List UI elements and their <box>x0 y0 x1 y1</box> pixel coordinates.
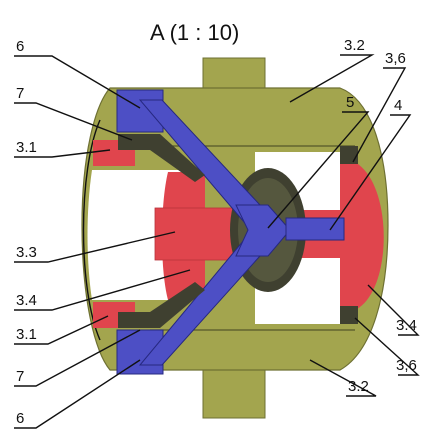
bearings-7 <box>118 134 205 328</box>
leader-lines <box>14 54 420 429</box>
label-7-bottom: 7 <box>16 368 24 385</box>
label-3-6-bottom: 3,6 <box>396 357 417 374</box>
label-3-6-top: 3,6 <box>385 50 406 67</box>
linkage-blue <box>116 89 345 375</box>
part-labels: 6 7 3.1 3.3 3.4 3.1 7 6 3.2 3,6 5 4 3.4 … <box>16 37 417 427</box>
label-3-1-bottom: 3.1 <box>16 326 37 343</box>
label-3-2-bottom: 3.2 <box>348 378 369 395</box>
label-3-1-top: 3.1 <box>16 139 37 156</box>
label-4: 4 <box>394 97 402 114</box>
label-3-4-right: 3.4 <box>396 317 417 334</box>
drawing-title: A (1 : 10) <box>150 20 239 45</box>
label-7-top: 7 <box>16 85 24 102</box>
label-3-3: 3.3 <box>16 244 37 261</box>
label-3-2-top: 3.2 <box>344 37 365 54</box>
label-6-top: 6 <box>16 38 24 55</box>
label-5: 5 <box>346 94 354 111</box>
label-6-bottom: 6 <box>16 410 24 427</box>
label-3-4-left: 3.4 <box>16 292 37 309</box>
